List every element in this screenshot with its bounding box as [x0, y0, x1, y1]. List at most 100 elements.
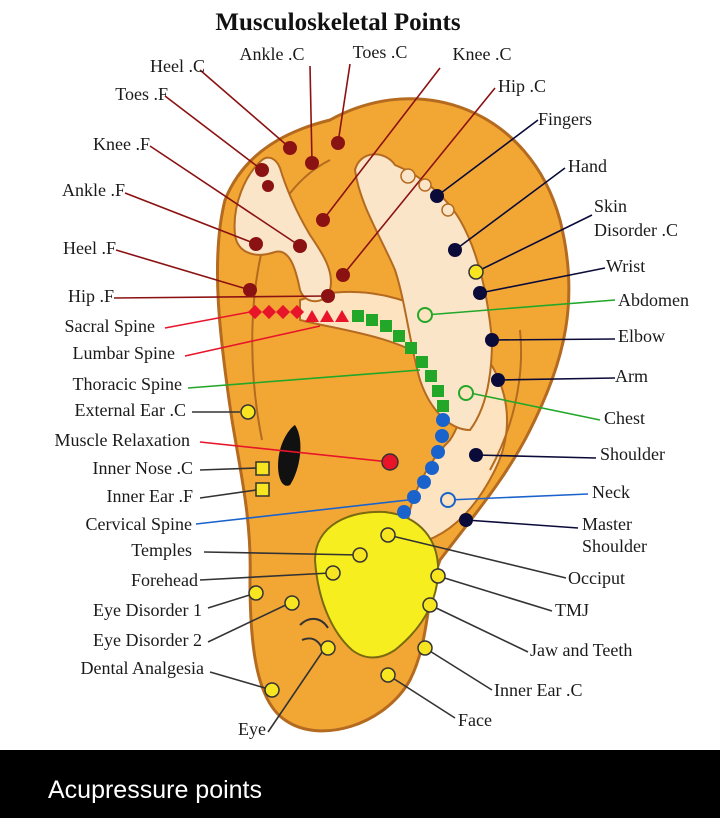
label-eye-disorder-1: Eye Disorder 1 [93, 600, 202, 620]
point-fingers [430, 189, 444, 203]
point-muscle-relaxation [381, 453, 399, 471]
label-eye-disorder-2: Eye Disorder 2 [93, 630, 202, 650]
label-fingers: Fingers [538, 109, 592, 129]
leader-lines [113, 63, 616, 733]
cervical-pt-7 [397, 505, 411, 519]
blue-cervical-points [397, 413, 450, 519]
thoracic-sq-1 [352, 310, 364, 322]
cervical-pt-5 [417, 475, 431, 489]
label-shoulder: Shoulder [600, 444, 665, 464]
thoracic-sq-8 [432, 385, 444, 397]
point-toes-c [331, 136, 345, 150]
dark-red-points [243, 136, 350, 303]
label-hip-f: Hip .F [68, 286, 114, 306]
point-jaw-teeth [422, 597, 438, 613]
thoracic-sq-4 [393, 330, 405, 342]
point-elbow [485, 333, 499, 347]
point-shoulder [469, 448, 483, 462]
cervical-pt-4 [425, 461, 439, 475]
lumbar-marker-3 [335, 310, 349, 322]
label-jaw-and-teeth: Jaw and Teeth [530, 640, 632, 660]
navy-points [430, 189, 505, 527]
label-wrist: Wrist [606, 256, 645, 276]
point-dental [320, 640, 336, 656]
label-disorder-c: Disorder .C [594, 220, 678, 240]
point-arm [491, 373, 505, 387]
label-hand: Hand [568, 156, 607, 176]
cervical-pt-3 [431, 445, 445, 459]
labels: Heel .C Ankle .C Toes .C Knee .C Toes .F… [55, 42, 689, 739]
foot-toe-outline-1 [400, 168, 416, 184]
hollow-points [417, 307, 474, 401]
label-temples: Temples [131, 540, 192, 560]
label-inner-ear-c: Inner Ear .C [494, 680, 582, 700]
label-forehead: Forehead [131, 570, 198, 590]
foot-toe-outline-3 [441, 203, 455, 217]
label-skin: Skin [594, 196, 627, 216]
point-heel-f [243, 283, 257, 297]
inner-ear-f-square [255, 482, 270, 497]
thoracic-sq-6 [416, 356, 428, 368]
lumbar-marker-2 [320, 310, 334, 322]
point-hip-f [321, 289, 335, 303]
label-heel-f: Heel .F [63, 238, 116, 258]
cervical-pt-6 [407, 490, 421, 504]
label-abdomen: Abdomen [618, 290, 689, 310]
label-tmj: TMJ [555, 600, 589, 620]
label-knee-f: Knee .F [93, 134, 150, 154]
sacral-marker-3 [275, 304, 291, 320]
green-thoracic-squares [352, 310, 449, 412]
sacral-marker-1 [247, 304, 263, 320]
point-knee-c [316, 213, 330, 227]
label-occiput: Occiput [568, 568, 625, 588]
label-inner-ear-f: Inner Ear .F [107, 486, 193, 506]
cervical-pt-1 [436, 413, 450, 427]
point-skin-disorder [468, 264, 484, 280]
label-hip-c: Hip .C [498, 76, 546, 96]
point-heel-c [283, 141, 297, 155]
label-knee-c: Knee .C [453, 44, 512, 64]
sacral-marker-2 [261, 304, 277, 320]
antihelix-line [251, 159, 331, 441]
label-toes-f: Toes .F [115, 84, 168, 104]
point-hip-c [336, 268, 350, 282]
red-spine-markers [247, 304, 349, 322]
point-knee-f [293, 239, 307, 253]
point-external-ear [240, 404, 256, 420]
point-master-shoulder [459, 513, 473, 527]
label-master-shoulder: Shoulder [582, 536, 647, 556]
label-muscle-relaxation: Muscle Relaxation [55, 430, 190, 450]
label-toes-c: Toes .C [353, 42, 408, 62]
label-neck: Neck [592, 482, 630, 502]
label-ankle-c: Ankle .C [240, 44, 305, 64]
sacral-marker-4 [289, 304, 305, 320]
thoracic-sq-2 [366, 314, 378, 326]
point-neck [440, 492, 456, 508]
label-chest: Chest [604, 408, 645, 428]
label-heel-c: Heel .C [150, 56, 205, 76]
point-wrist [473, 286, 487, 300]
point-tmj [430, 568, 446, 584]
label-external-ear-c: External Ear .C [75, 400, 186, 420]
label-thoracic-spine: Thoracic Spine [73, 374, 182, 394]
point-temples [352, 547, 368, 563]
point-eye [264, 682, 280, 698]
foot-toe-outline-2 [418, 178, 432, 192]
point-eye-disorder-2 [284, 595, 300, 611]
point-face [380, 667, 396, 683]
thoracic-sq-3 [380, 320, 392, 332]
label-master: Master [582, 514, 632, 534]
label-cervical-spine: Cervical Spine [86, 514, 192, 534]
label-arm: Arm [615, 366, 648, 386]
point-eye-disorder-1 [248, 585, 264, 601]
point-ankle-c [305, 156, 319, 170]
label-elbow: Elbow [618, 326, 665, 346]
point-inner-ear-c [417, 640, 433, 656]
ear-canal [278, 425, 301, 486]
point-ankle-f [249, 237, 263, 251]
caption-bar: Acupressure points [0, 750, 720, 818]
point-toes-f-2 [262, 180, 274, 192]
label-inner-nose-c: Inner Nose .C [93, 458, 193, 478]
caption-text: Acupressure points [48, 776, 263, 804]
point-abdomen [417, 307, 433, 323]
